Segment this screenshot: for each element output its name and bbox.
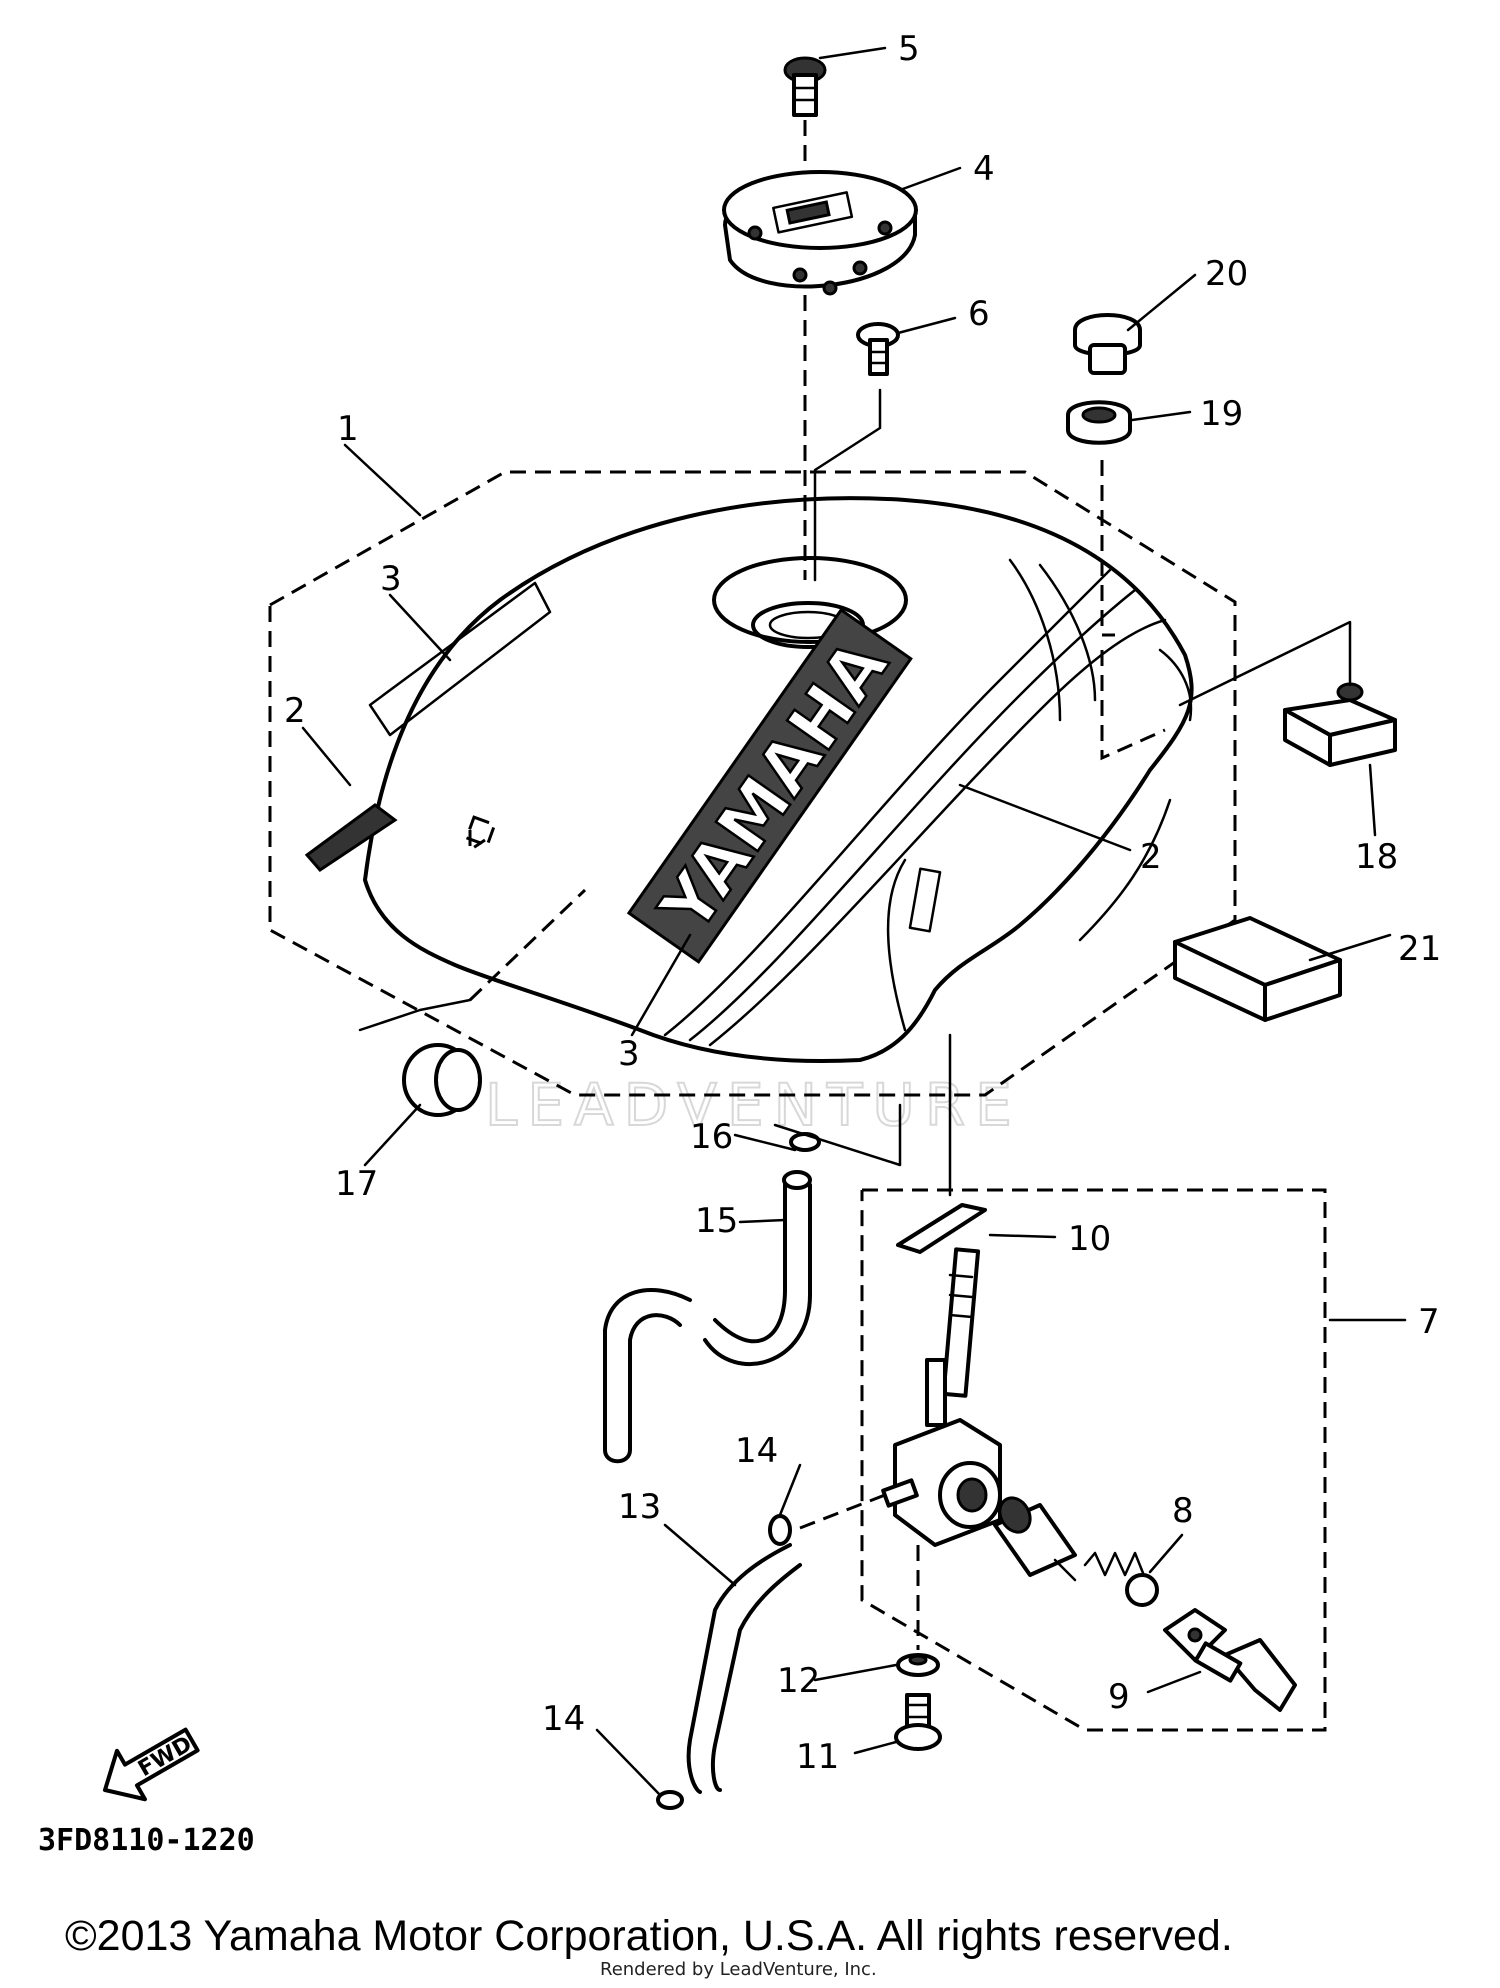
diagram-code: 3FD8110-1220	[38, 1823, 255, 1858]
fuel-tank: YAMAHA	[363, 496, 1194, 1063]
callout-18: 18	[1355, 837, 1398, 877]
left-side-decal	[304, 581, 552, 872]
spring	[1083, 1551, 1145, 1577]
callout-1: 1	[337, 409, 359, 449]
callout-13: 13	[618, 1487, 661, 1527]
hose-clip	[656, 1132, 821, 1810]
fuel-cock	[881, 1247, 1002, 1547]
callout-20: 20	[1205, 254, 1248, 294]
callout-17: 17	[335, 1164, 378, 1204]
callout-12: 12	[777, 1661, 820, 1701]
leadventure-watermark: LEADVENTURE	[485, 1071, 1022, 1139]
lever-assembly	[1163, 1608, 1297, 1712]
callout-5: 5	[898, 29, 920, 69]
callout-4: 4	[973, 149, 995, 189]
tank-assembly-boundary	[268, 470, 1237, 1097]
callout-16: 16	[690, 1117, 733, 1157]
callout-14: 14	[542, 1699, 585, 1739]
washer-12	[896, 1653, 940, 1677]
rendered-by-credit: Rendered by LeadVenture, Inc.	[600, 1959, 877, 1980]
pad-21	[1173, 916, 1342, 1022]
fuel-hose-13	[686, 1543, 802, 1794]
fuel-tank-cap	[722, 170, 918, 296]
callout-2: 2	[284, 691, 306, 731]
callout-15: 15	[695, 1201, 738, 1241]
damper-18	[1283, 682, 1397, 767]
callout-21: 21	[1398, 929, 1441, 969]
callout-14: 14	[735, 1431, 778, 1471]
callout-19: 19	[1200, 394, 1243, 434]
cap-bolt-20	[1073, 313, 1142, 375]
grommet-19	[1066, 400, 1132, 445]
fuel-cock-assembly-boundary	[860, 1188, 1327, 1732]
cap-bolt	[783, 56, 827, 170]
callout-7: 7	[1418, 1302, 1440, 1342]
callout-labels: 1 2 2 3 3 4 5 6 7 8 9 10 11 12 13 14 14 …	[284, 29, 1441, 1777]
callout-3: 3	[380, 559, 402, 599]
callout-6: 6	[968, 294, 990, 334]
leader-lines	[301, 46, 1407, 1797]
copyright-notice: ©2013 Yamaha Motor Corporation, U.S.A. A…	[65, 1912, 1233, 1960]
callout-11: 11	[796, 1737, 839, 1777]
fuel-hose-15	[603, 1170, 812, 1464]
damper-17	[402, 1043, 482, 1117]
o-ring-8	[1125, 1573, 1159, 1607]
callout-9: 9	[1108, 1677, 1130, 1717]
tank-logo: YAMAHA	[644, 625, 904, 947]
forward-direction-arrow: FWD	[103, 1727, 200, 1802]
callout-2: 2	[1140, 837, 1162, 877]
callout-10: 10	[1068, 1219, 1111, 1259]
callout-3: 3	[618, 1034, 640, 1074]
drain-screw-11	[894, 1693, 942, 1751]
tank-mount-bolt	[856, 322, 900, 376]
callout-8: 8	[1172, 1491, 1194, 1531]
gasket-10	[896, 1203, 987, 1254]
valve-strainer	[993, 1496, 1077, 1582]
